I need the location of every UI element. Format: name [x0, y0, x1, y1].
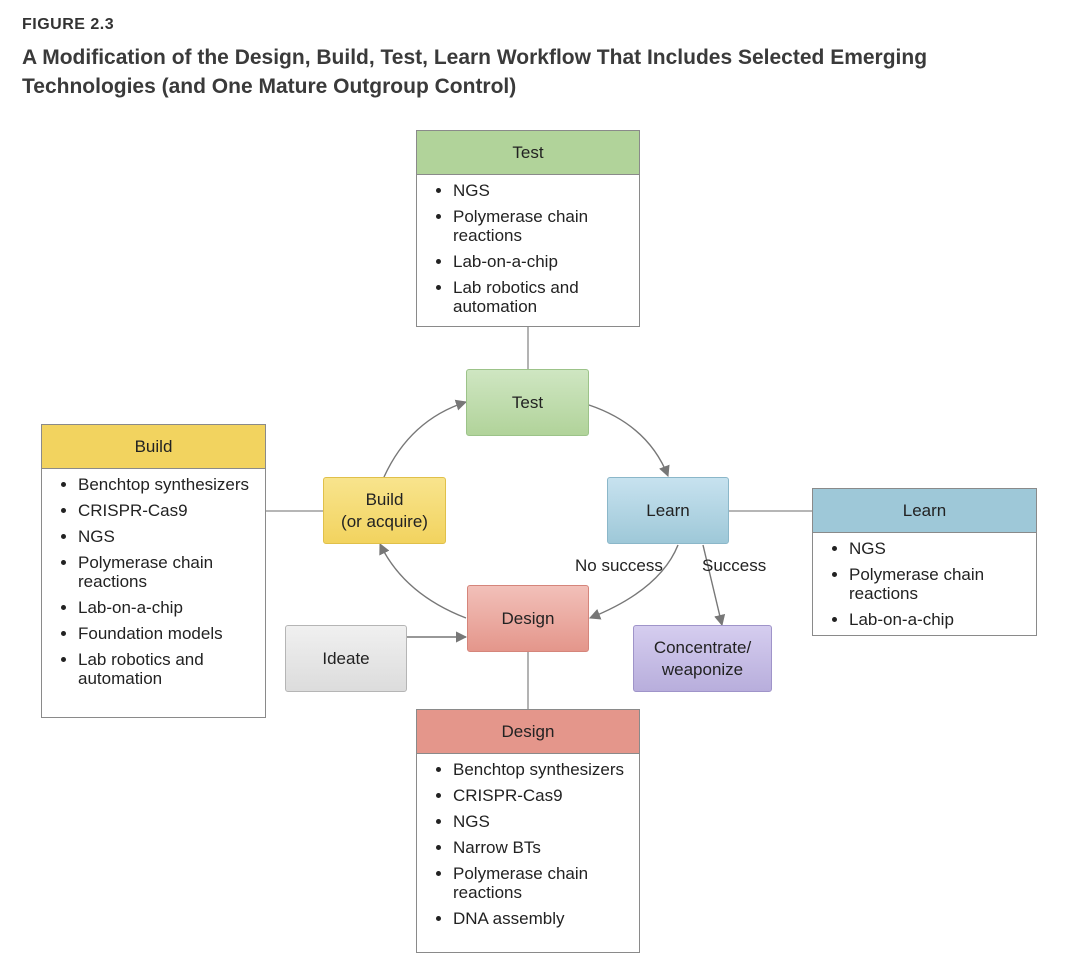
test-node-label: Test	[511, 392, 544, 412]
panel-list-item: Polymerase chain reactions	[453, 864, 629, 902]
panel-list-item: CRISPR-Cas9	[78, 501, 255, 520]
panel-list-item: Benchtop synthesizers	[78, 475, 255, 494]
ideate-node-label: Ideate	[322, 648, 370, 668]
learn-panel-list: NGS Polymerase chain reactionsLab-on-a-ch…	[813, 533, 1036, 635]
arrow-learn-to-design	[588, 544, 679, 620]
learn-node: Learn	[607, 477, 729, 544]
test-panel: Test NGS Polymerase chain reactionsLab-on…	[416, 130, 640, 327]
panel-list-item: NGS	[78, 527, 255, 546]
panel-list-item: DNA assembly	[453, 909, 629, 928]
success-label: Success	[702, 556, 767, 575]
arrow-learn-to-concentrate	[702, 544, 726, 627]
design-node-label: Design	[501, 608, 555, 628]
test-node: Test	[466, 369, 589, 436]
learn-panel-header: Learn	[813, 489, 1036, 533]
panel-list-item: NGS	[453, 812, 629, 831]
panel-list-item: Polymerase chain reactions	[849, 565, 1026, 603]
panel-list-item: Lab robotics and automation	[453, 278, 629, 316]
panel-list-item: Benchtop synthesizers	[453, 760, 629, 779]
design-panel-list: Benchtop synthesizersCRISPR-Cas9NGS Narro…	[417, 754, 639, 934]
test-panel-list: NGS Polymerase chain reactionsLab-on-a-ch…	[417, 175, 639, 322]
build-node-label-line2: (or acquire)	[341, 511, 428, 531]
figure-label: FIGURE 2.3	[22, 16, 115, 33]
build-node-label-line1: Build	[365, 489, 404, 509]
figure-title: A Modification of the Design, Build, Tes…	[22, 46, 928, 98]
panel-list-item: NGS	[849, 539, 1026, 558]
panel-list-item: Polymerase chain reactions	[78, 553, 255, 591]
arrow-test-to-learn	[588, 404, 670, 478]
concentrate-node-label-line2: weaponize	[661, 659, 744, 679]
build-node: Build (or acquire)	[323, 477, 446, 544]
ideate-node: Ideate	[285, 625, 407, 692]
design-node: Design	[467, 585, 589, 652]
panel-list-item: Lab-on-a-chip	[78, 598, 255, 617]
panel-list-item: NGS	[453, 181, 629, 200]
learn-panel: Learn NGS Polymerase chain reactionsLab-o…	[812, 488, 1037, 636]
panel-list-item: Lab-on-a-chip	[453, 252, 629, 271]
arrow-build-to-test	[383, 399, 468, 478]
design-panel: Design Benchtop synthesizersCRISPR-Cas9N…	[416, 709, 640, 953]
panel-list-item: CRISPR-Cas9	[453, 786, 629, 805]
panel-list-item: Lab robotics and automation	[78, 650, 255, 688]
build-panel: Build Benchtop synthesizersCRISPR-Cas9NG…	[41, 424, 266, 718]
concentrate-node-label-line1: Concentrate/	[653, 637, 752, 657]
test-panel-header: Test	[417, 131, 639, 175]
design-panel-header: Design	[417, 710, 639, 754]
build-panel-header: Build	[42, 425, 265, 469]
panel-list-item: Lab-on-a-chip	[849, 610, 1026, 629]
concentrate-node: Concentrate/ weaponize	[633, 625, 772, 692]
build-panel-list: Benchtop synthesizersCRISPR-Cas9NGS Polym…	[42, 469, 265, 694]
panel-list-item: Polymerase chain reactions	[453, 207, 629, 245]
arrow-design-to-build	[379, 542, 467, 619]
panel-list-item: Foundation models	[78, 624, 255, 643]
learn-node-label: Learn	[646, 500, 690, 520]
no-success-label: No success	[575, 556, 663, 575]
panel-list-item: Narrow BTs	[453, 838, 629, 857]
